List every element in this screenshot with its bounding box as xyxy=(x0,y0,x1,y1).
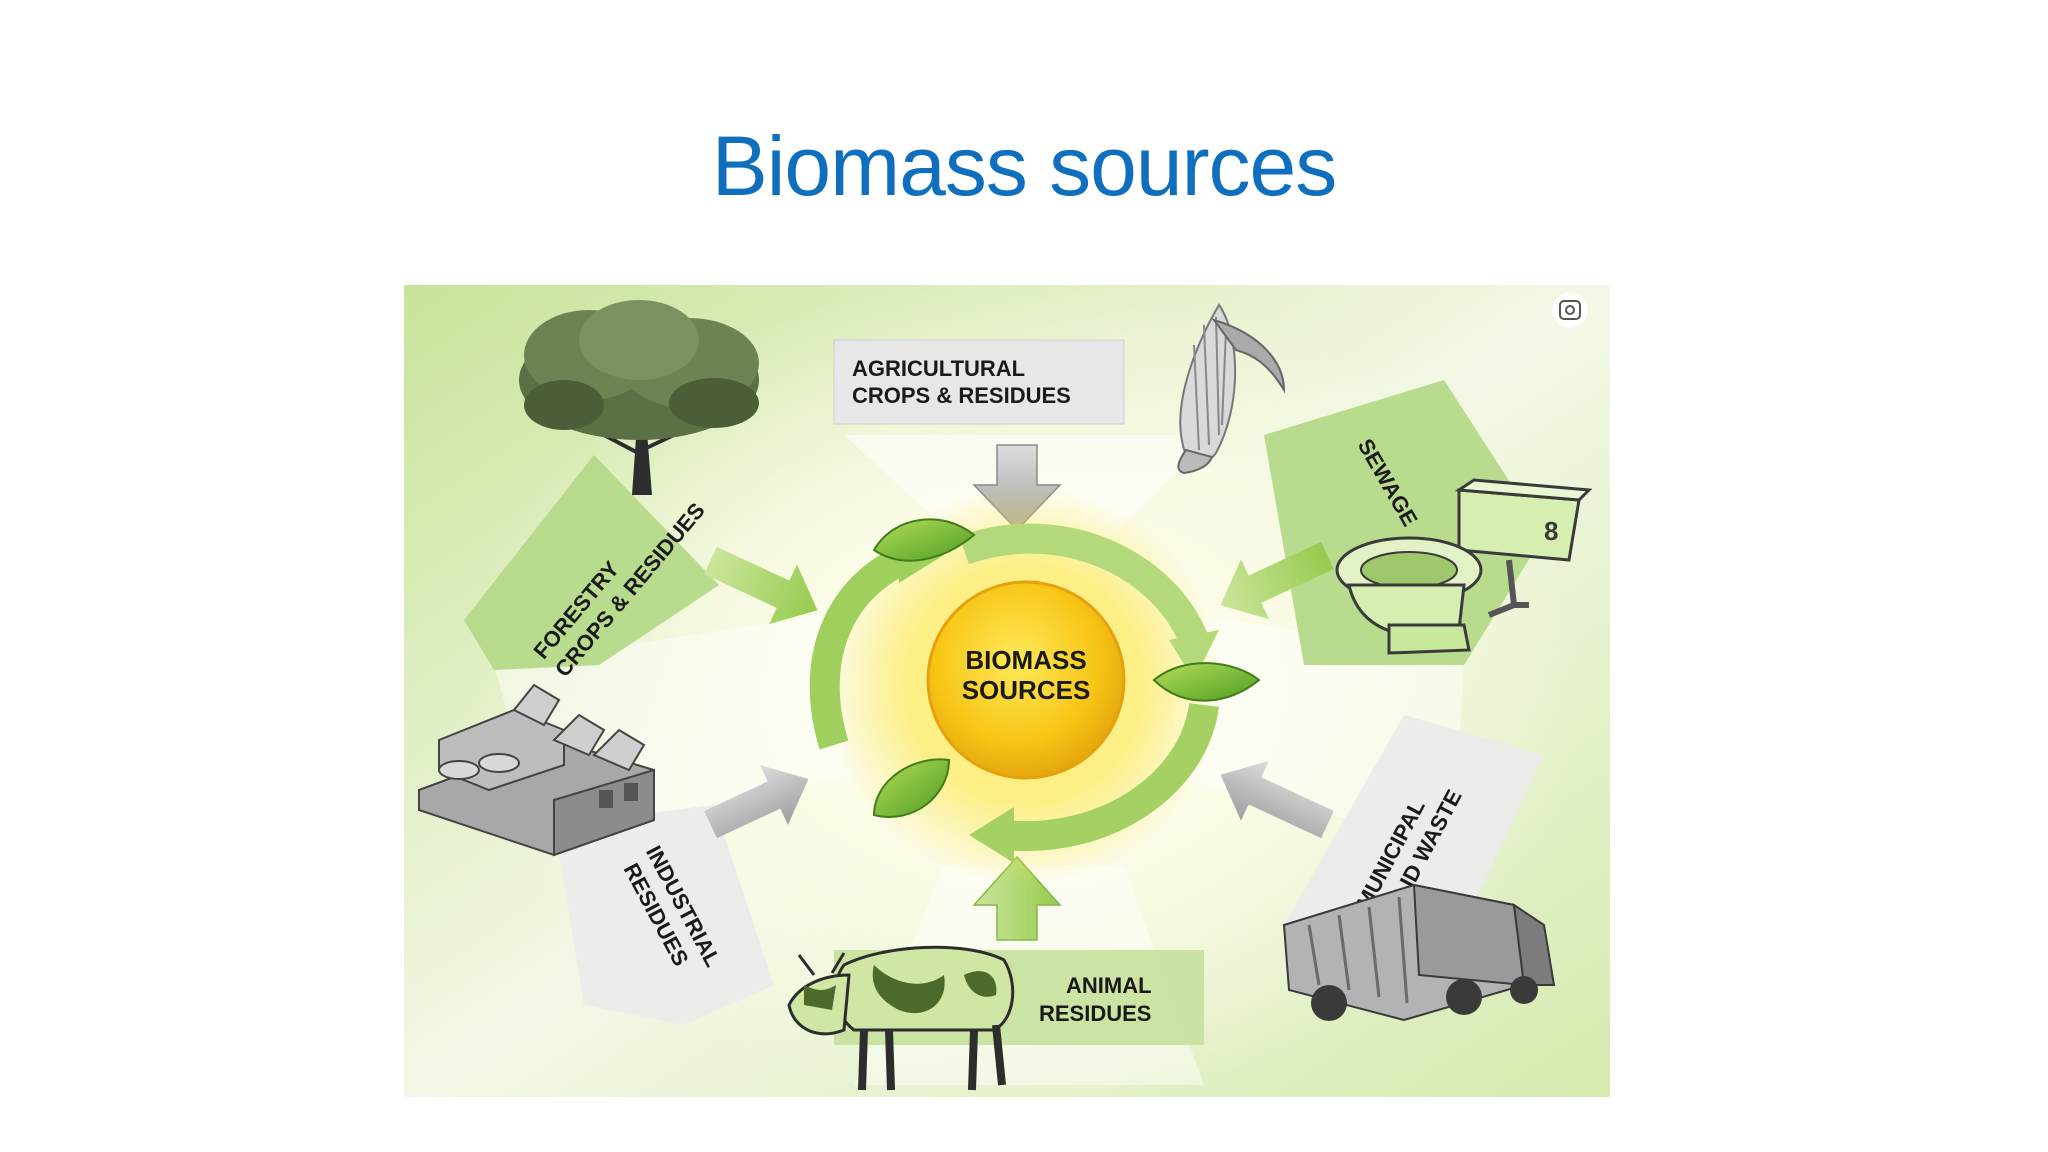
leaf-icon xyxy=(1152,662,1261,702)
source-municipal: MUNICIPAL SOLID WASTE xyxy=(1220,715,1556,1022)
factory-icon xyxy=(418,683,655,857)
agricultural-label-line2: CROPS & RESIDUES xyxy=(852,383,1071,408)
source-sewage: SEWAGE 8 xyxy=(1220,380,1593,665)
leaf-icon xyxy=(872,518,976,562)
lens-badge-icon[interactable] xyxy=(1552,292,1588,328)
center-sun xyxy=(926,580,1126,780)
garbage-truck-icon xyxy=(1282,883,1556,1022)
source-agricultural: AGRICULTURAL CROPS & RESIDUES xyxy=(833,303,1286,532)
toilet-icon: 8 xyxy=(1335,478,1593,655)
slide-title: Biomass sources xyxy=(711,119,1338,213)
corn-icon xyxy=(1177,303,1286,475)
svg-text:8: 8 xyxy=(1544,516,1558,546)
source-industrial: INDUSTRIAL RESIDUES xyxy=(418,683,809,1025)
animal-label-line2: RESIDUES xyxy=(1039,1001,1151,1026)
leaf-icon xyxy=(872,758,951,818)
biomass-diagram: AGRICULTURAL CROPS & RESIDUES FORESTRY C… xyxy=(404,285,1610,1097)
tree-icon xyxy=(519,300,759,495)
arrow-sewage xyxy=(1220,541,1334,620)
center-label-line1: BIOMASS xyxy=(965,645,1086,675)
animal-label-line1: ANIMAL xyxy=(1066,973,1152,998)
diagram-canvas: AGRICULTURAL CROPS & RESIDUES FORESTRY C… xyxy=(404,285,1610,1097)
source-forestry: FORESTRY CROPS & RESIDUES xyxy=(464,300,818,682)
arrow-municipal xyxy=(1220,760,1334,839)
center-hub: BIOMASS SOURCES xyxy=(809,485,1261,885)
center-label-line2: SOURCES xyxy=(962,675,1091,705)
arrow-industrial xyxy=(704,765,809,839)
agricultural-label-line1: AGRICULTURAL xyxy=(852,356,1025,381)
arrow-forestry xyxy=(704,546,818,625)
source-animal: ANIMAL RESIDUES xyxy=(787,855,1204,1091)
cow-icon xyxy=(787,945,1015,1091)
